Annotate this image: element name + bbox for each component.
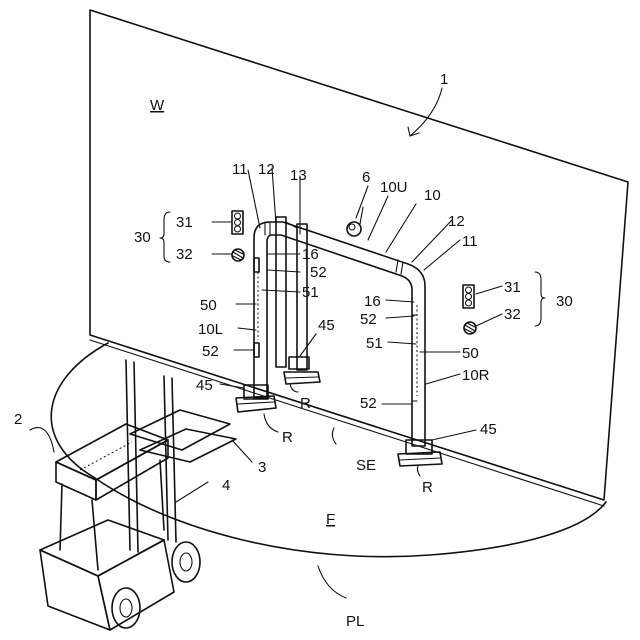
label-r-mid: R <box>300 395 311 412</box>
label-13: 13 <box>290 167 307 184</box>
label-52-a: 52 <box>310 264 327 281</box>
label-32-left: 32 <box>176 246 193 263</box>
label-50-right: 50 <box>462 345 479 362</box>
base-45-right <box>398 440 442 466</box>
label-w: W <box>150 97 165 114</box>
label-45-left: 45 <box>196 377 213 394</box>
label-51-left: 51 <box>302 284 319 301</box>
label-31-left: 31 <box>176 214 193 231</box>
pad-52-a <box>254 258 259 272</box>
label-12-left: 12 <box>258 161 275 178</box>
label-r-left: R <box>282 429 293 446</box>
label-11-left: 11 <box>232 161 248 178</box>
label-10l: 10L <box>198 321 223 338</box>
label-32-right: 32 <box>504 306 521 323</box>
label-10u: 10U <box>380 179 408 196</box>
brace-right <box>535 272 545 326</box>
label-10r: 10R <box>462 367 490 384</box>
label-4: 4 <box>222 477 230 494</box>
sensor-icon-left <box>232 249 244 261</box>
label-f: F <box>326 511 335 528</box>
label-se: SE <box>356 457 376 474</box>
label-30-left: 30 <box>134 229 151 246</box>
label-11-right: 11 <box>462 233 478 250</box>
signal-light-icon-right <box>463 285 474 308</box>
label-16-right: 16 <box>364 293 381 310</box>
label-51-right: 51 <box>366 335 383 352</box>
main-frame <box>254 222 425 446</box>
label-30-right: 30 <box>556 293 573 310</box>
pad-52-b <box>254 343 259 357</box>
label-52-c: 52 <box>360 311 377 328</box>
label-1: 1 <box>440 71 448 88</box>
label-10: 10 <box>424 187 441 204</box>
label-r-right: R <box>422 479 433 496</box>
brace-left <box>160 212 170 262</box>
label-pl: PL <box>346 613 364 630</box>
camera-icon <box>347 207 363 236</box>
label-6: 6 <box>362 169 370 186</box>
label-3: 3 <box>258 459 266 476</box>
label-45-right: 45 <box>480 421 497 438</box>
label-52-b: 52 <box>202 343 219 360</box>
label-2: 2 <box>14 411 22 428</box>
signal-light-icon-left <box>232 211 243 234</box>
label-16-left: 16 <box>302 246 319 263</box>
sensor-icon-right <box>464 322 476 334</box>
label-52-d: 52 <box>360 395 377 412</box>
label-31-right: 31 <box>504 279 521 296</box>
label-45-mid: 45 <box>318 317 335 334</box>
label-12-right: 12 <box>448 213 465 230</box>
label-50-left: 50 <box>200 297 217 314</box>
forklift <box>40 360 236 630</box>
